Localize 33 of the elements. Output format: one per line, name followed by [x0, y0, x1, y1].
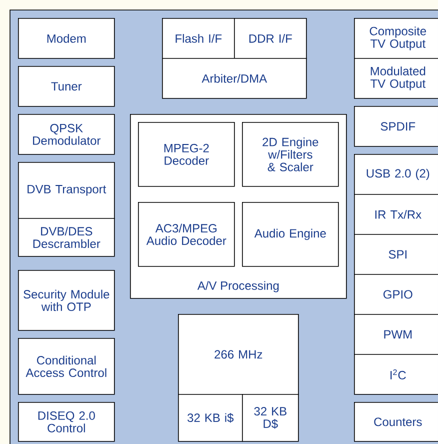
node-label: Composite TV Output — [370, 26, 426, 50]
block-box: Flash I/F — [162, 18, 235, 59]
block-box: Security Module with OTP — [18, 270, 115, 331]
block-box: 32 KB i$ — [178, 394, 243, 442]
block-box: Modem — [18, 18, 115, 59]
block-box: GPIO — [354, 274, 438, 315]
block-box: Composite TV Output — [354, 18, 438, 59]
block-box: Tuner — [18, 66, 115, 107]
node-label: GPIO — [383, 290, 412, 299]
block-box: Audio Engine — [242, 202, 339, 267]
block-box: DVB/DES Descrambler — [18, 218, 115, 257]
node-label: PWM — [384, 330, 412, 339]
block-box: USB 2.0 (2) — [354, 154, 438, 195]
node-label: IR Tx/Rx — [375, 210, 422, 219]
block-box: Counters — [354, 402, 438, 442]
block-box: DISEQ 2.0 Control — [18, 402, 115, 442]
block-box: PWM — [354, 314, 438, 355]
block-box: SPDIF — [354, 106, 438, 147]
block-box: 2D Engine w/Filters & Scaler — [242, 122, 339, 187]
block-box: QPSK Demodulator — [18, 114, 115, 155]
node-label: SPI — [388, 250, 406, 259]
block-box: DDR I/F — [234, 18, 307, 59]
block-box: MPEG-2 Decoder — [138, 122, 235, 187]
block-box: Arbiter/DMA — [162, 58, 307, 99]
block-box: Modulated TV Output — [354, 58, 438, 99]
block-box: IR Tx/Rx — [354, 194, 438, 235]
block-box: AC3/MPEG Audio Decoder — [138, 202, 235, 267]
block-box: DVB Transport — [18, 162, 115, 219]
block-box: 32 KB D$ — [242, 394, 299, 442]
node-label: USB 2.0 (2) — [366, 168, 430, 180]
block-box: Conditional Access Control — [18, 338, 115, 395]
block-box: SPI — [354, 234, 438, 275]
block-box: I$^{2}$C — [354, 354, 438, 395]
